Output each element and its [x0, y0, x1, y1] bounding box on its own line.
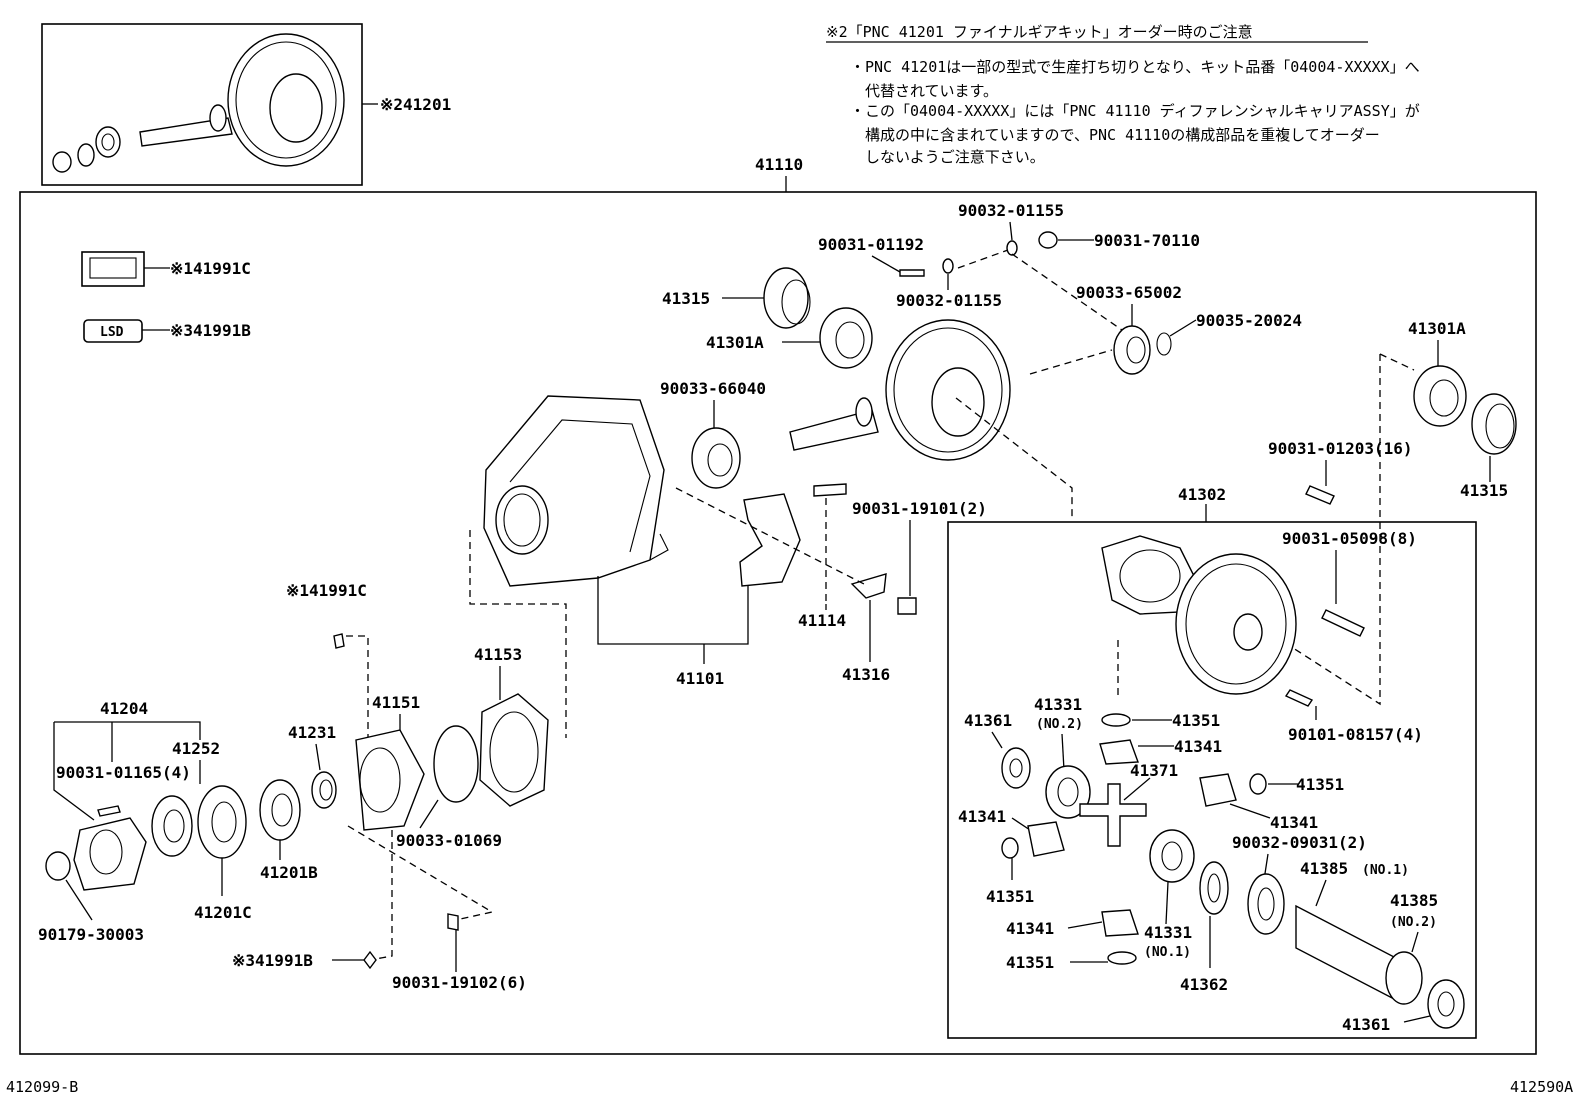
label-90032-01155: 90032-01155	[896, 291, 1002, 310]
label-41331-no2: (NO.2)	[1036, 717, 1083, 732]
label-41315: 41315	[662, 289, 710, 308]
label-90033-66040: 90033-66040	[660, 379, 766, 398]
carrier-assembly-frame: 41110	[19, 155, 1537, 1055]
label-41385-1: 41385	[1300, 859, 1348, 878]
upper-center-parts: 90032-01155 90031-70110 90031-01192 9003…	[662, 201, 1302, 375]
label-41991B-b: ※341991B	[232, 951, 313, 970]
label-90031-01203: 90031-01203(16)	[1268, 439, 1413, 458]
label-41331-b: 41331	[1144, 923, 1192, 942]
assy-41110-label: 41110	[755, 155, 803, 174]
label-90031-05098: 90031-05098(8)	[1282, 529, 1417, 548]
label-41301A: 41301A	[706, 333, 764, 352]
label-41302: 41302	[1178, 485, 1226, 504]
label-41114: 41114	[798, 611, 846, 630]
notice-line-1: ・PNC 41201は一部の型式で生産打ち切りとなり、キット品番「04004-X…	[850, 58, 1420, 76]
final-gear-kit-inset: ※241201	[41, 23, 451, 186]
lsd-tag: LSD	[100, 325, 124, 340]
label-41341-c: 41341	[958, 807, 1006, 826]
label-41371: 41371	[1130, 761, 1178, 780]
kit-41201-label: ※241201	[380, 95, 451, 114]
label-90031-70110: 90031-70110	[1094, 231, 1200, 250]
label-41231: 41231	[288, 723, 336, 742]
label-41151: 41151	[372, 693, 420, 712]
label-41341-d: 41341	[1006, 919, 1054, 938]
label-41385-1-no: (NO.1)	[1362, 863, 1409, 878]
label-41331-b-no: (NO.1)	[1144, 945, 1191, 960]
diff-internals: 41361 41331 (NO.2) 41351 41341 41371 413…	[958, 695, 1465, 1034]
label-41385-2: 41385	[1390, 891, 1438, 910]
notice-line-5: しないようご注意下さい。	[850, 148, 1045, 166]
label-41351-c: 41351	[986, 887, 1034, 906]
label-41362: 41362	[1180, 975, 1228, 994]
label-90031-01165: 90031-01165(4)	[56, 763, 191, 782]
notice-title: ※2「PNC 41201 ファイナルギアキット」オーダー時のご注意	[826, 23, 1253, 41]
label-41991C-b: ※141991C	[286, 581, 367, 600]
ring-gear-pinion: 90033-66040	[660, 319, 1073, 520]
label-41201C: 41201C	[194, 903, 252, 922]
label-41204: 41204	[100, 699, 148, 718]
label-41301A-right: 41301A	[1408, 319, 1466, 338]
label-90031-19102: 90031-19102(6)	[392, 973, 527, 992]
label-41315-right: 41315	[1460, 481, 1508, 500]
label-41341-a: 41341	[1174, 737, 1222, 756]
footer-right-code: 412590A	[1510, 1078, 1573, 1096]
label-41316: 41316	[842, 665, 890, 684]
label-90032-09031: 90032-09031(2)	[1232, 833, 1367, 852]
order-notice: ※2「PNC 41201 ファイナルギアキット」オーダー時のご注意 ・PNC 4…	[826, 23, 1420, 166]
label-90035-20024: 90035-20024	[1196, 311, 1302, 330]
label-90032-01155-top: 90032-01155	[958, 201, 1064, 220]
label-41331: 41331	[1034, 695, 1082, 714]
label-41361: 41361	[964, 711, 1012, 730]
label-41341-b: 41341	[1270, 813, 1318, 832]
label-90033-65002: 90033-65002	[1076, 283, 1182, 302]
gasket-kit-tags: ※141991C LSD ※341991B	[81, 251, 251, 343]
notice-line-3: ・この「04004-XXXXX」には「PNC 41110 ディファレンシャルキャ…	[850, 102, 1420, 120]
left-lower-parts: ※141991C 41153 41151 90033-01069 41231 4…	[38, 581, 549, 992]
label-41351-d: 41351	[1006, 953, 1054, 972]
kit-41991C-label: ※141991C	[170, 259, 251, 278]
carrier-housing: 90031-19101(2) 41114 41316 41101	[469, 395, 987, 738]
label-41101: 41101	[676, 669, 724, 688]
notice-line-2: 代替されています。	[850, 82, 998, 100]
diff-case-box: 41302 90031-01203(16) 90031-05098(8) 901…	[947, 439, 1477, 1039]
label-41351-a: 41351	[1172, 711, 1220, 730]
label-41361-b: 41361	[1342, 1015, 1390, 1034]
label-90033-01069: 90033-01069	[396, 831, 502, 850]
label-90031-01192: 90031-01192	[818, 235, 924, 254]
footer-left-code: 412099-B	[6, 1078, 78, 1096]
label-41153: 41153	[474, 645, 522, 664]
label-41201B: 41201B	[260, 863, 318, 882]
label-41351-b: 41351	[1296, 775, 1344, 794]
label-41252: 41252	[172, 739, 220, 758]
label-41385-2-no: (NO.2)	[1390, 915, 1437, 930]
notice-line-4: 構成の中に含まれていますので、PNC 41110の構成部品を重複してオーダー	[850, 126, 1380, 144]
label-90031-19101: 90031-19101(2)	[852, 499, 987, 518]
label-90179-30003: 90179-30003	[38, 925, 144, 944]
right-bearing-set: 41301A 41315	[1289, 319, 1517, 706]
label-90101-08157: 90101-08157(4)	[1288, 725, 1423, 744]
kit-41991B-label: ※341991B	[170, 321, 251, 340]
